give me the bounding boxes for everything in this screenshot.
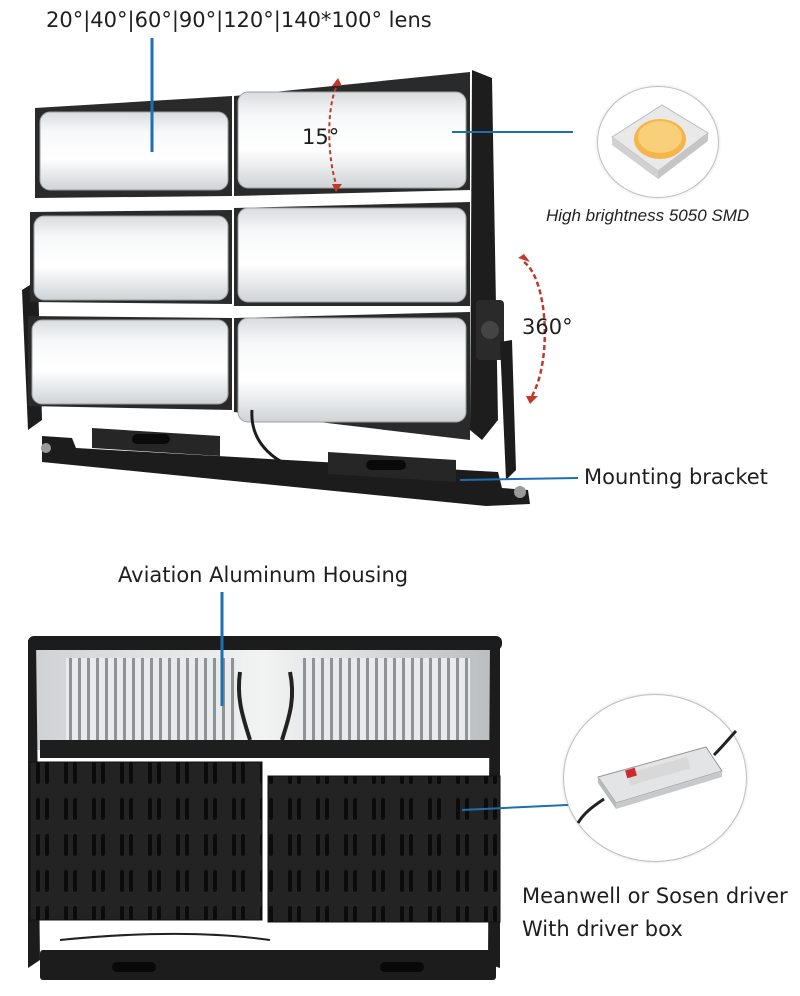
rotation-angle-label: 360° bbox=[522, 315, 573, 339]
led-module-row-1 bbox=[35, 72, 470, 198]
tilt-angle-label: 15° bbox=[302, 125, 340, 149]
driver-label-line1: Meanwell or Sosen driver bbox=[522, 884, 788, 908]
rotation-arrow bbox=[518, 254, 546, 404]
smd-label: High brightness 5050 SMD bbox=[546, 206, 750, 225]
back-housing bbox=[28, 636, 502, 980]
tilt-angle-arrow bbox=[328, 78, 342, 192]
lens-options-label: 20°|40°|60°|90°|120°|140*100° lens bbox=[46, 8, 432, 32]
housing-label: Aviation Aluminum Housing bbox=[118, 563, 409, 587]
led-module-row-3 bbox=[28, 312, 470, 440]
driver-icon bbox=[576, 729, 738, 824]
led-module-row-2 bbox=[30, 202, 470, 306]
smd-chip-icon bbox=[611, 104, 709, 179]
driver-inset bbox=[563, 694, 747, 862]
mounting-bracket-label: Mounting bracket bbox=[584, 465, 768, 489]
driver-label-line2: With driver box bbox=[522, 917, 683, 941]
mounting-bracket bbox=[41, 340, 530, 506]
smd-chip-inset bbox=[597, 86, 719, 198]
